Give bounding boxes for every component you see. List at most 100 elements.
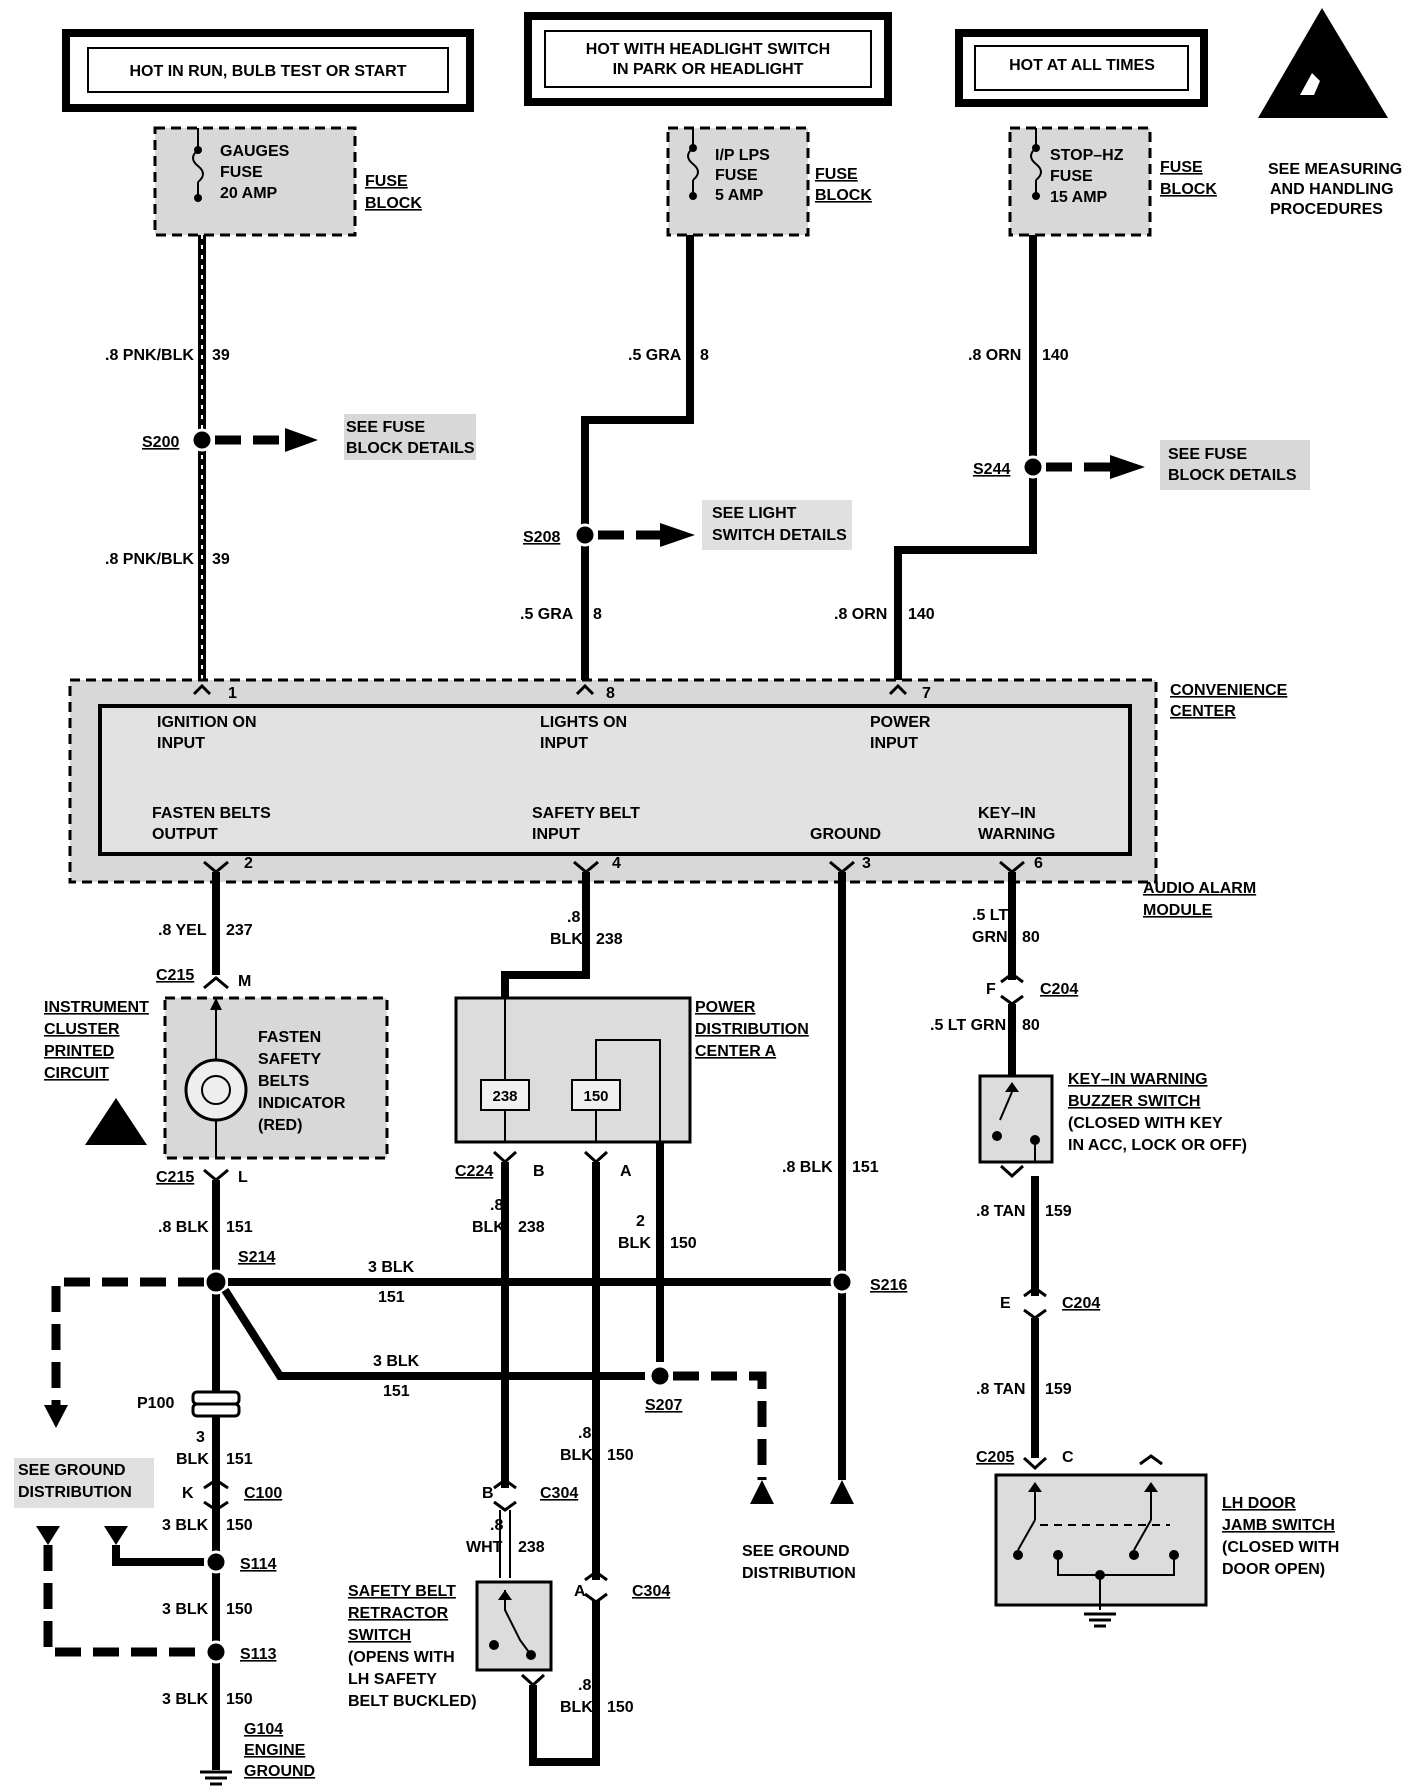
diagram-label: 150 (607, 1447, 634, 1464)
safety-belt-retractor-switch (475, 1580, 553, 1672)
diagram-label: SEE MEASURING (1268, 161, 1402, 178)
diagram-label: POWER (870, 714, 931, 731)
diagram-label: 150 (583, 1088, 608, 1105)
diagram-label: FASTEN (258, 1029, 321, 1046)
diagram-label: .8 ORN (968, 347, 1021, 364)
diagram-label: 3 BLK (373, 1353, 420, 1370)
diagram-label: DOOR OPEN) (1222, 1561, 1325, 1578)
diagram-label: 150 (607, 1699, 634, 1716)
diagram-label: HOT WITH HEADLIGHT SWITCH (586, 41, 830, 58)
diagram-label: INPUT (532, 826, 580, 843)
diagram-label: S216 (870, 1277, 907, 1294)
diagram-label: SEE LIGHT (712, 505, 797, 522)
diagram-label: FASTEN BELTS (152, 805, 271, 822)
diagram-label: CIRCUIT (44, 1065, 109, 1082)
diagram-label: 3 BLK (162, 1517, 209, 1534)
esd-warning-icon: SEE MEASURING AND HANDLING PROCEDURES (1258, 8, 1402, 218)
header-run-text: HOT IN RUN, BULB TEST OR START (129, 63, 406, 80)
diagram-label: S244 (973, 461, 1010, 478)
diagram-label: BLK (176, 1451, 209, 1468)
diagram-label: (CLOSED WITH KEY (1068, 1115, 1223, 1132)
diagram-label: LIGHTS ON (540, 714, 627, 731)
diagram-label: WARNING (978, 826, 1055, 843)
diagram-label: INPUT (540, 735, 588, 752)
ground-icon (1084, 1612, 1116, 1628)
diagram-label: BLK (560, 1447, 593, 1464)
diagram-label: INSTRUMENT (44, 999, 149, 1016)
diagram-label: KEY–IN WARNING (1068, 1071, 1208, 1088)
diagram-label: BUZZER SWITCH (1068, 1093, 1200, 1110)
splice-s114 (204, 1550, 228, 1574)
diagram-label: C204 (1040, 981, 1078, 998)
diagram-label: .5 GRA (520, 606, 574, 623)
diagram-label: 150 (226, 1691, 253, 1708)
diagram-label: .8 PNK/BLK (105, 347, 194, 364)
diagram-label: GROUND (810, 826, 881, 843)
diagram-label: DISTRIBUTION (742, 1565, 856, 1582)
diagram-label: A (620, 1163, 632, 1180)
diagram-label: AND HANDLING (1270, 181, 1394, 198)
diagram-label: SEE GROUND (742, 1543, 850, 1560)
diagram-label: BLK (618, 1235, 651, 1252)
diagram-label: 151 (378, 1289, 405, 1306)
diagram-label: 238 (492, 1088, 517, 1105)
splice-s214 (203, 1269, 229, 1295)
diagram-label: INDICATOR (258, 1095, 346, 1112)
diagram-label: S207 (645, 1397, 682, 1414)
diagram-label: LH SAFETY (348, 1671, 437, 1688)
diagram-label: .8 (490, 1197, 503, 1214)
diagram-label: SAFETY BELT (532, 805, 640, 822)
diagram-label: G104 (244, 1721, 283, 1738)
diagram-label: FUSE (815, 166, 858, 183)
diagram-label: KEY–IN (978, 805, 1036, 822)
diagram-label: SAFETY (258, 1051, 321, 1068)
diagram-label: 150 (226, 1601, 253, 1618)
diagram-label: I/P LPS (715, 147, 770, 164)
diagram-label: BLOCK DETAILS (1168, 467, 1297, 484)
diagram-label: BELTS (258, 1073, 310, 1090)
diagram-label: 159 (1045, 1203, 1072, 1220)
diagram-label: SEE FUSE (1168, 446, 1247, 463)
diagram-label: SAFETY BELT (348, 1583, 456, 1600)
diagram-label: CENTER A (695, 1043, 777, 1060)
diagram-label: CONVENIENCE (1170, 682, 1288, 699)
diagram-label: .8 (578, 1677, 591, 1694)
diagram-label: 151 (852, 1159, 879, 1176)
diagram-label: .5 GRA (628, 347, 682, 364)
diagram-label: B (482, 1485, 494, 1502)
diagram-label: A (574, 1583, 586, 1600)
diagram-label: C215 (156, 967, 194, 984)
diagram-label: FUSE (1050, 168, 1093, 185)
diagram-label: 237 (226, 922, 253, 939)
diagram-label: S214 (238, 1249, 275, 1266)
splice-s216 (830, 1270, 854, 1294)
diagram-label: .8 (578, 1425, 591, 1442)
diagram-label: 3 BLK (162, 1601, 209, 1618)
diagram-label: 3 (196, 1429, 205, 1446)
diagram-label: .8 PNK/BLK (105, 551, 194, 568)
convenience-center: 1 8 7 IGNITION ON INPUT LIGHTS ON INPUT … (68, 678, 1158, 884)
diagram-label: 8 (606, 685, 615, 702)
diagram-label: 20 AMP (220, 185, 278, 202)
connector-p100 (191, 1390, 241, 1418)
diagram-label: BELT BUCKLED) (348, 1693, 477, 1710)
diagram-label: FUSE (220, 164, 263, 181)
diagram-label: AUDIO ALARM (1143, 880, 1256, 897)
diagram-label: HOT AT ALL TIMES (1009, 57, 1155, 74)
diagram-label: GROUND (244, 1763, 315, 1780)
diagram-label: OUTPUT (152, 826, 218, 843)
diagram-label: 80 (1022, 1017, 1040, 1034)
diagram-label: BLOCK (1160, 181, 1217, 198)
diagram-label: INPUT (157, 735, 205, 752)
diagram-label: 2 (636, 1213, 645, 1230)
diagram-label: MODULE (1143, 902, 1213, 919)
fuse-iplps: I/P LPS FUSE 5 AMP (666, 126, 810, 237)
esd-small-icon (85, 1098, 147, 1145)
diagram-label: S200 (142, 434, 179, 451)
diagram-label: .5 LT (972, 907, 1008, 924)
diagram-label: DISTRIBUTION (695, 1021, 809, 1038)
diagram-label: S113 (240, 1646, 277, 1663)
diagram-label: 15 AMP (1050, 189, 1108, 206)
diagram-label: C304 (632, 1583, 670, 1600)
diagram-label: S114 (240, 1556, 277, 1573)
